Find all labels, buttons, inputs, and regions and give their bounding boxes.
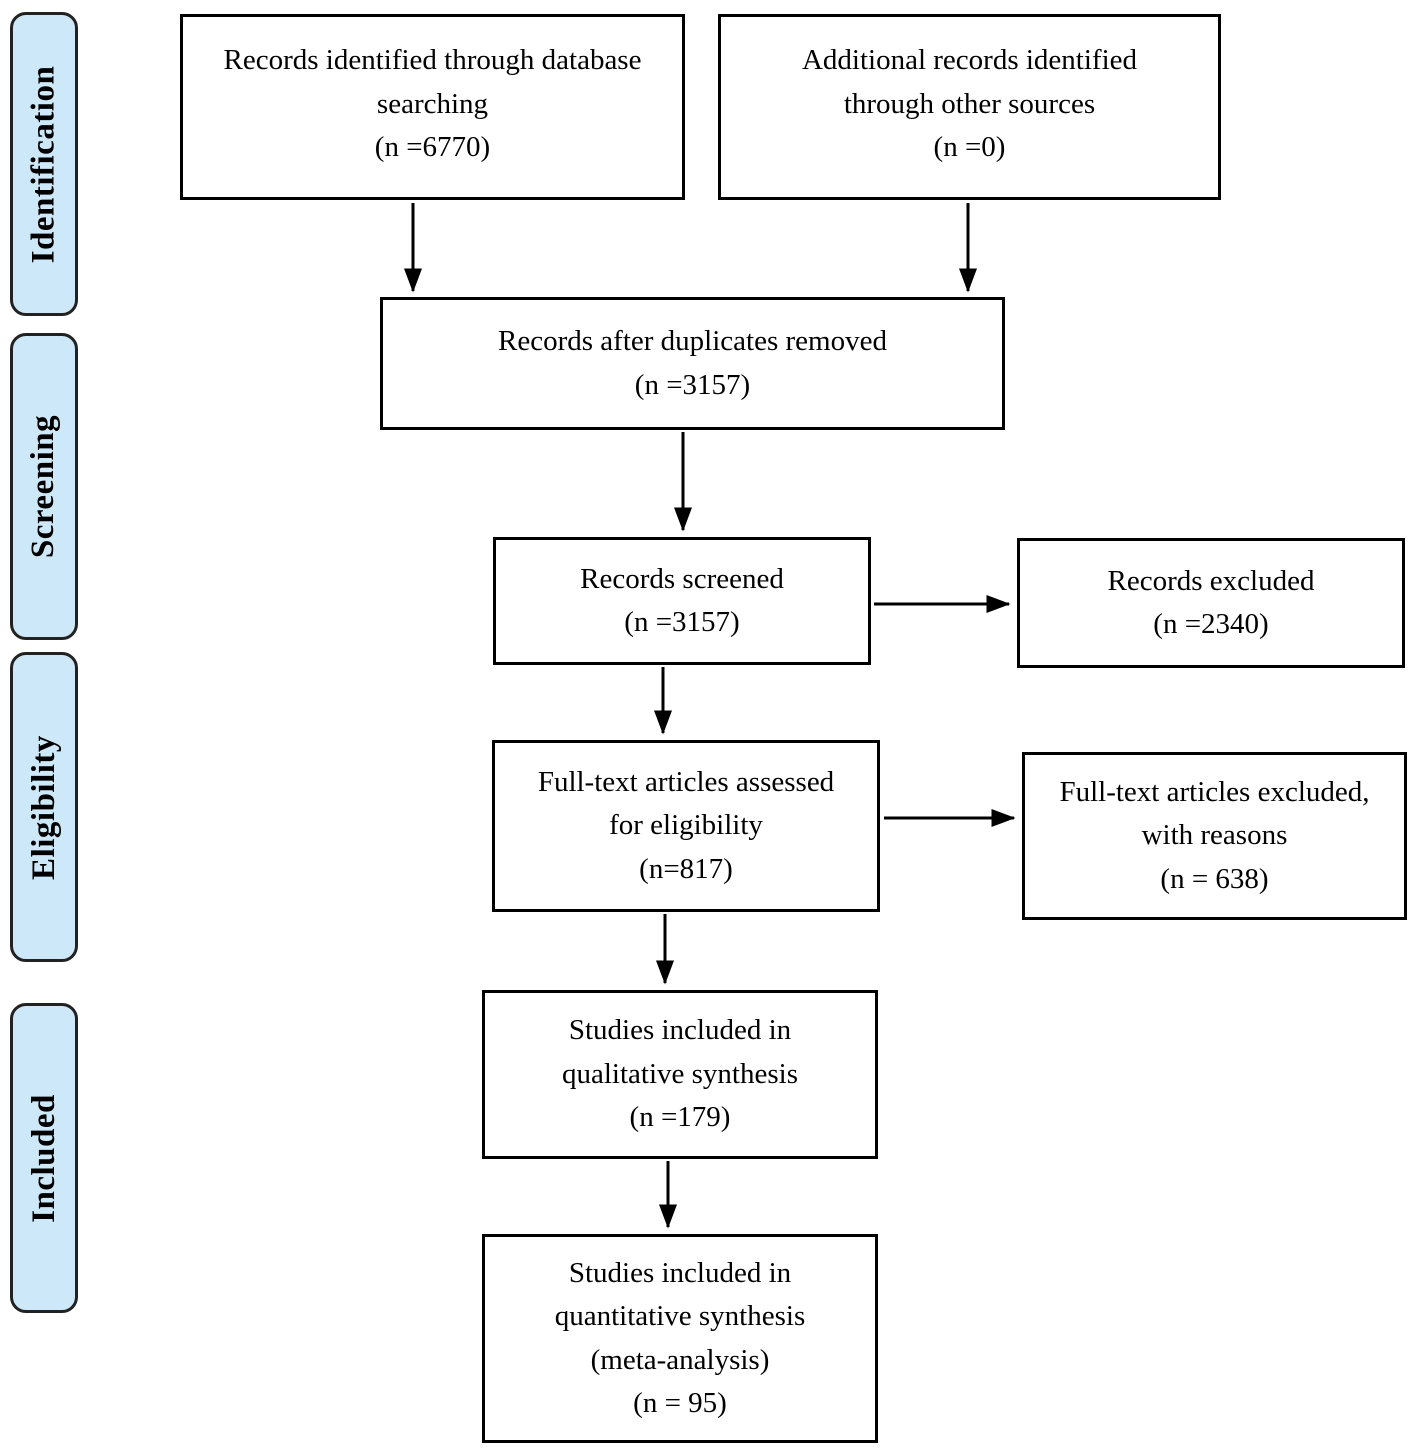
box-qualitative-synthesis: Studies included in qualitative synthesi… [482,990,878,1159]
box-records-identified-text: Records identified through database sear… [223,44,642,163]
box-quantitative-synthesis: Studies included in quantitative synthes… [482,1234,878,1443]
box-records-excluded: Records excluded (n =2340) [1017,538,1405,668]
box-qualitative-synthesis-text: Studies included in qualitative synthesi… [562,1014,798,1134]
box-additional-records: Additional records identified through ot… [718,14,1221,200]
stage-identification-label: Identification [25,65,62,263]
box-duplicates-removed: Records after duplicates removed (n =315… [380,297,1005,430]
stage-included: Included [10,1003,78,1313]
box-records-screened-text: Records screened (n =3157) [580,562,784,639]
box-records-screened: Records screened (n =3157) [493,537,871,665]
box-records-identified: Records identified through database sear… [180,14,685,200]
stage-eligibility: Eligibility [10,652,78,962]
box-fulltext-excluded-text: Full-text articles excluded, with reason… [1059,775,1370,895]
box-duplicates-removed-text: Records after duplicates removed (n =315… [498,325,887,401]
box-fulltext-assessed: Full-text articles assessed for eligibil… [492,740,880,912]
stage-identification: Identification [10,12,78,316]
box-records-excluded-text: Records excluded (n =2340) [1107,564,1315,641]
box-fulltext-assessed-text: Full-text articles assessed for eligibil… [537,765,835,885]
box-fulltext-excluded: Full-text articles excluded, with reason… [1022,752,1407,920]
stage-included-label: Included [25,1093,62,1223]
stage-screening-label: Screening [25,414,62,559]
stage-screening: Screening [10,333,78,640]
box-quantitative-synthesis-text: Studies included in quantitative synthes… [554,1256,806,1420]
stage-eligibility-label: Eligibility [25,734,62,880]
box-additional-records-text: Additional records identified through ot… [801,44,1137,163]
